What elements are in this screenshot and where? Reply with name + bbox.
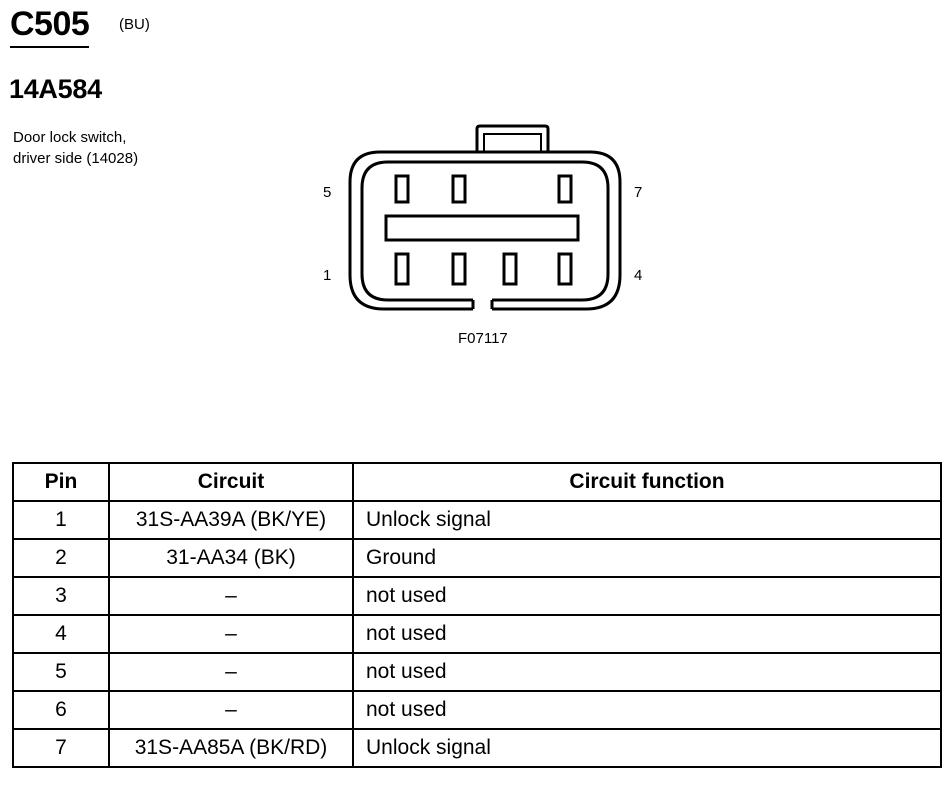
pin-cell: 6 (12, 690, 110, 730)
pin-label-bottom-right: 4 (634, 267, 643, 284)
header-pin: Pin (12, 462, 110, 502)
pin-label-top-left: 5 (323, 184, 332, 201)
description-line-1: Door lock switch, (13, 129, 127, 146)
table-header-row: Pin Circuit Circuit function (12, 462, 942, 502)
table-row: 3–not used (12, 576, 942, 616)
circuit-cell: 31-AA34 (BK) (108, 538, 354, 578)
pin-cell: 3 (12, 576, 110, 616)
connector-latch (475, 124, 550, 153)
part-number: 14A584 (9, 74, 102, 104)
circuit-function-cell: Ground (352, 538, 942, 578)
connector-face-diagram (348, 124, 622, 311)
terminal-4 (557, 252, 573, 286)
circuit-cell: 31S-AA39A (BK/YE) (108, 500, 354, 540)
figure-code: F07117 (458, 330, 508, 347)
pin-cell: 2 (12, 538, 110, 578)
circuit-cell: 31S-AA85A (BK/RD) (108, 728, 354, 768)
pin-cell: 1 (12, 500, 110, 540)
center-divider (384, 214, 580, 242)
pin-label-bottom-left: 1 (323, 267, 332, 284)
pin-cell: 4 (12, 614, 110, 654)
circuit-cell: – (108, 576, 354, 616)
table-row: 4–not used (12, 614, 942, 654)
circuit-function-cell: not used (352, 576, 942, 616)
circuit-function-cell: not used (352, 614, 942, 654)
terminal-7 (557, 174, 573, 204)
circuit-function-cell: not used (352, 690, 942, 730)
terminal-1 (394, 252, 410, 286)
component-description: Door lock switch, driver side (14028) (13, 127, 138, 169)
terminal-2 (451, 252, 467, 286)
terminal-5 (394, 174, 410, 204)
table-row: 6–not used (12, 690, 942, 730)
connector-housing-outer (348, 150, 622, 311)
table-row: 5–not used (12, 652, 942, 692)
connector-id: C505 (10, 4, 90, 48)
pin-cell: 5 (12, 652, 110, 692)
pin-cell: 7 (12, 728, 110, 768)
circuit-function-cell: Unlock signal (352, 728, 942, 768)
terminal-3 (502, 252, 518, 286)
circuit-cell: – (108, 690, 354, 730)
circuit-function-cell: not used (352, 652, 942, 692)
circuit-function-cell: Unlock signal (352, 500, 942, 540)
circuit-cell: – (108, 652, 354, 692)
connector-housing-inner (360, 160, 610, 302)
header-circuit: Circuit (108, 462, 354, 502)
description-line-2: driver side (14028) (13, 150, 139, 167)
pin-label-top-right: 7 (634, 184, 643, 201)
terminal-6 (451, 174, 467, 204)
circuit-cell: – (108, 614, 354, 654)
header-circuit-function: Circuit function (352, 462, 942, 502)
color-code: (BU) (119, 16, 150, 33)
